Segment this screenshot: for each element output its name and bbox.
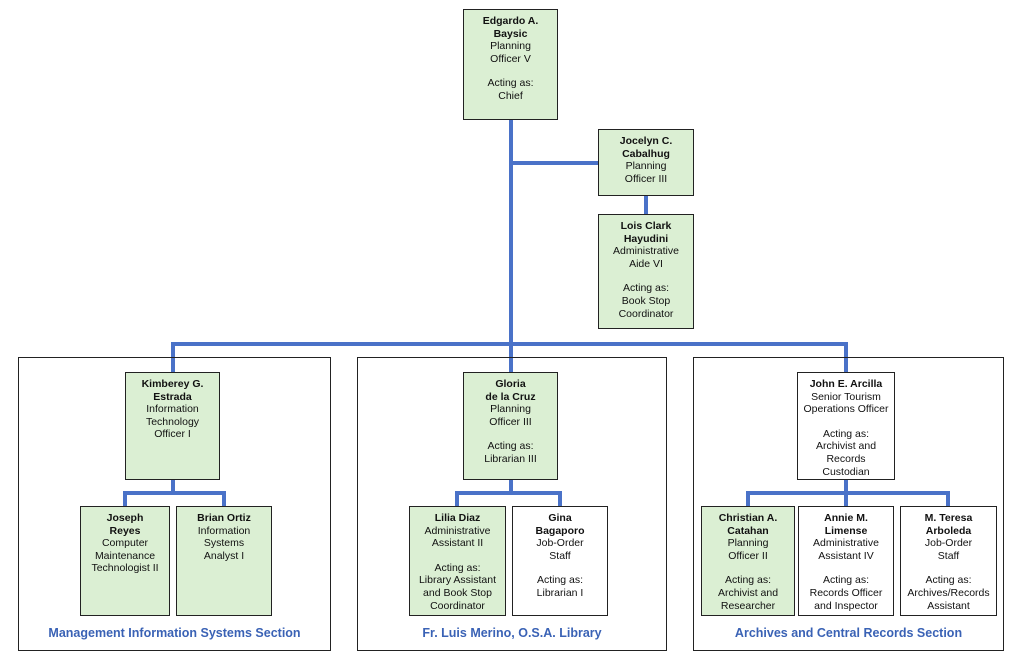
node-name: Jocelyn C.Cabalhug xyxy=(619,135,673,160)
library-section-title: Fr. Luis Merino, O.S.A. Library xyxy=(422,626,602,640)
node-name: Annie M.Limense xyxy=(824,512,868,537)
node-name: Edgardo A.Baysic xyxy=(482,15,539,40)
node-name: Brian Ortiz xyxy=(197,512,251,524)
node-name: Christian A.Catahan xyxy=(718,512,778,537)
node-acting: Acting as:Librarian III xyxy=(484,440,537,465)
node-name: Lilia Diaz xyxy=(434,512,481,524)
archives-section: Archives and Central Records Section xyxy=(693,357,1004,651)
library-section: Fr. Luis Merino, O.S.A. Library xyxy=(357,357,667,651)
mis-section: Management Information Systems Section xyxy=(18,357,331,651)
node-name: John E. Arcilla xyxy=(809,378,883,390)
node-acting: Acting as:Librarian I xyxy=(536,574,584,599)
node-name: Kimberey G.Estrada xyxy=(141,378,204,403)
node-acting: Acting as:Chief xyxy=(487,77,534,102)
mis-section-title: Management Information Systems Section xyxy=(48,626,301,640)
archives-section-title: Archives and Central Records Section xyxy=(734,626,963,640)
